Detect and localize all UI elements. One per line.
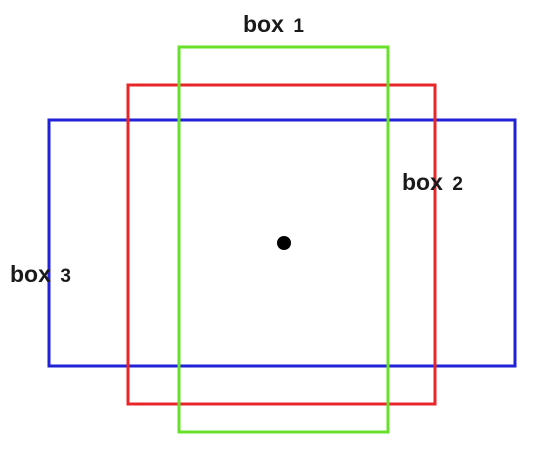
box-1-label-number: 1 xyxy=(293,16,304,37)
box-3-rect xyxy=(47,118,517,368)
box-1-label: box 1 xyxy=(243,11,304,37)
box-2-rect xyxy=(126,83,437,406)
box-2-label-word: box xyxy=(402,169,443,195)
box-3-label: box 3 xyxy=(10,261,71,287)
box-3-label-word: box xyxy=(10,261,51,287)
box-2-label-number: 2 xyxy=(452,174,463,195)
box-2-label: box 2 xyxy=(402,169,463,195)
box-3-label-number: 3 xyxy=(60,266,71,287)
center-point xyxy=(277,236,291,250)
box-1-label-word: box xyxy=(243,11,284,37)
box-1-rect xyxy=(177,45,390,434)
